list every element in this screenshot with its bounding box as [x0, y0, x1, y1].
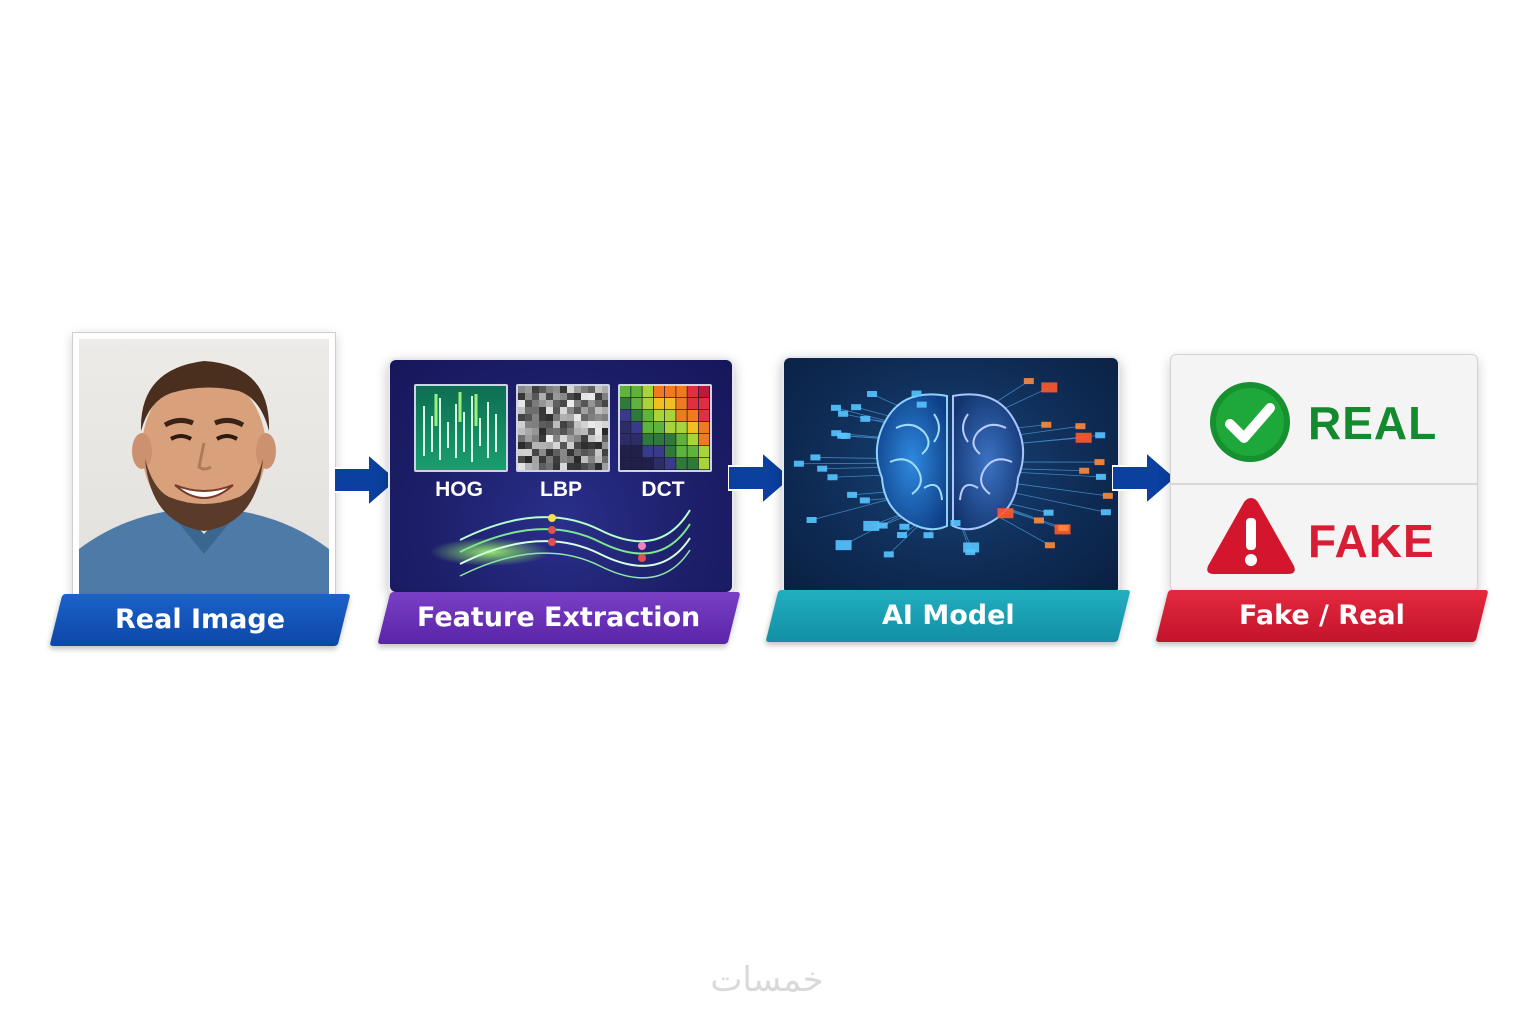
network-node: [1023, 378, 1034, 385]
network-node: [867, 391, 878, 398]
fake-real-label: Fake / Real: [1239, 600, 1405, 631]
network-node: [1043, 509, 1054, 516]
step-label-feature-extraction: Feature Extraction: [377, 592, 741, 644]
feature-extraction-panel: [388, 358, 734, 594]
network-node: [963, 542, 980, 553]
network-node: [997, 508, 1014, 519]
ai-model-label: AI Model: [881, 600, 1015, 631]
watermark-logo: خمسات: [710, 960, 824, 1000]
network-node: [1075, 423, 1086, 430]
input-photo-card: [72, 332, 336, 596]
arrow-right-icon: [1112, 450, 1178, 506]
network-node: [863, 520, 880, 531]
network-node: [1095, 473, 1106, 480]
network-node: [883, 551, 894, 558]
hog-thumbnail: [414, 384, 508, 472]
network-node: [817, 465, 828, 472]
warning-triangle-icon: [1207, 498, 1295, 574]
person-photo: [79, 339, 329, 595]
network-node: [1100, 509, 1111, 516]
network-node: [899, 523, 910, 530]
dct-thumbnail: [618, 384, 712, 472]
check-circle-icon: [1210, 382, 1290, 462]
network-node: [1041, 382, 1058, 393]
hog-label: HOG: [435, 478, 483, 501]
network-node: [860, 415, 871, 422]
ai-model-panel: [782, 356, 1120, 596]
network-node: [793, 460, 804, 467]
network-node: [1102, 492, 1113, 499]
network-node: [950, 520, 961, 527]
network-node: [1095, 432, 1106, 439]
network-node: [911, 390, 922, 397]
step-label-real-image: Real Image: [49, 594, 351, 646]
feature-waves: [430, 509, 691, 579]
step-label-ai-model: AI Model: [765, 590, 1131, 642]
network-node: [847, 491, 858, 498]
step-label-fake-real: Fake / Real: [1155, 590, 1489, 642]
network-node: [835, 540, 852, 551]
brain-icon: [793, 378, 1113, 558]
result-divider: [1171, 483, 1477, 485]
network-node: [859, 497, 870, 504]
dct-label: DCT: [641, 478, 685, 501]
lbp-thumbnail: [516, 384, 610, 472]
network-node: [851, 404, 862, 411]
arrow-right-icon: [334, 452, 400, 508]
network-node: [806, 516, 817, 523]
network-node: [1044, 542, 1055, 549]
feature-extraction-label: Feature Extraction: [417, 602, 701, 633]
network-node: [837, 432, 848, 439]
network-node: [1058, 525, 1069, 532]
network-node: [1094, 459, 1105, 466]
network-node: [1041, 421, 1052, 428]
network-node: [830, 404, 841, 411]
fake-result-text: FAKE: [1308, 515, 1435, 567]
network-node: [1075, 432, 1092, 443]
real-image-label: Real Image: [114, 604, 285, 635]
arrow-right-icon: [728, 450, 794, 506]
network-node: [827, 474, 838, 481]
network-node: [877, 522, 888, 529]
network-node: [810, 454, 821, 461]
network-node: [916, 401, 927, 408]
network-node: [838, 410, 849, 417]
network-node: [831, 430, 842, 437]
network-node: [1079, 467, 1090, 474]
network-node: [923, 532, 934, 539]
real-result-text: REAL: [1308, 397, 1438, 449]
network-node: [896, 532, 907, 539]
lbp-label: LBP: [540, 478, 582, 501]
network-node: [1033, 517, 1044, 524]
